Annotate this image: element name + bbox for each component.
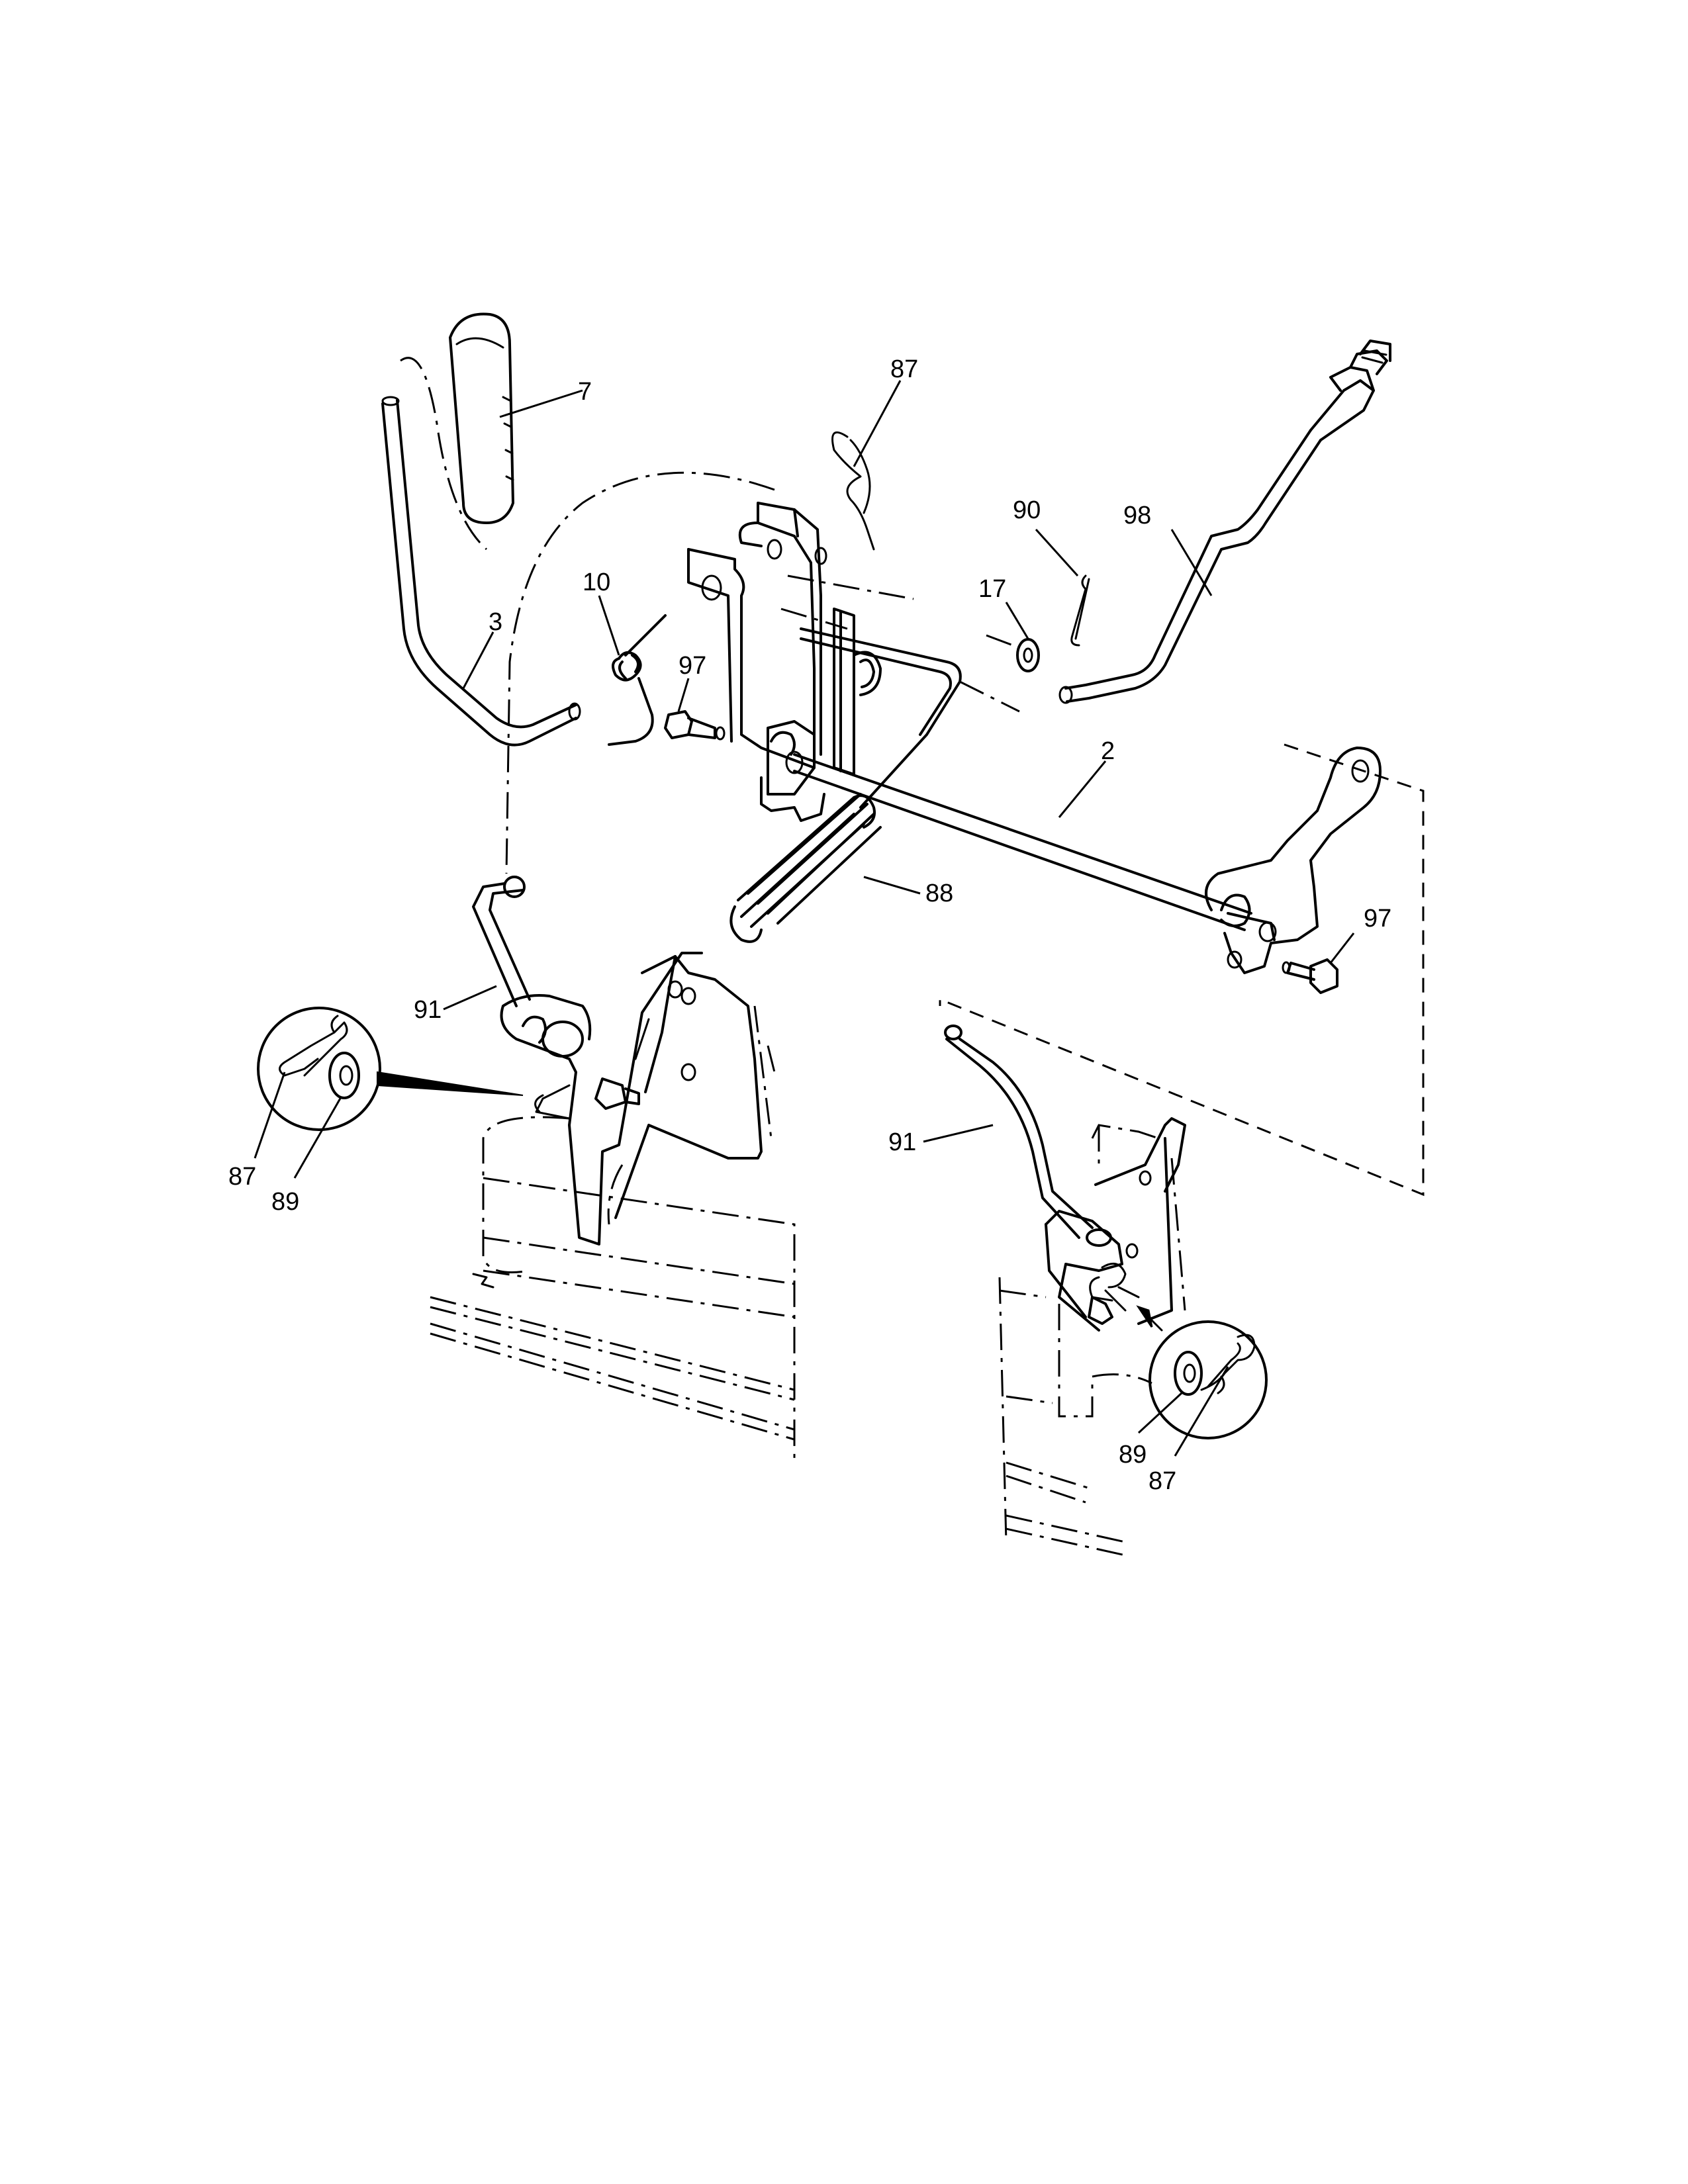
- callout-labels: 7 87 90 98 17 10 3 97 2 88 97 91 91 87 8…: [228, 355, 1391, 1495]
- callout-87: 87: [890, 355, 918, 383]
- frame-outline: [939, 743, 1425, 1197]
- center-line: [986, 634, 1013, 647]
- detail-circle-left: [257, 1007, 524, 1131]
- mower-deck-outline-left: [430, 1116, 796, 1463]
- lift-link-rod: [944, 1024, 1112, 1247]
- callout-17: 17: [978, 575, 1006, 603]
- cotter-pin: [1070, 574, 1090, 647]
- mower-deck-outline-right: [998, 1124, 1186, 1557]
- callout-87: 87: [228, 1163, 256, 1191]
- deck-bracket-right: [1045, 1117, 1186, 1332]
- callout-91: 91: [888, 1128, 916, 1156]
- center-line: [787, 574, 914, 600]
- handle-grip: [449, 312, 514, 524]
- detail-circle-right: [1136, 1305, 1268, 1439]
- wire-hook: [800, 627, 962, 809]
- callout-87: 87: [1149, 1467, 1176, 1495]
- mount-plate-left: [614, 955, 776, 1219]
- callout-89: 89: [271, 1188, 299, 1216]
- lift-link-rod: [472, 876, 531, 1007]
- wire-hook: [800, 637, 952, 736]
- lift-handle-rod: [381, 357, 581, 747]
- callout-98: 98: [1123, 502, 1151, 529]
- deck-adjustment-rod: [1058, 340, 1391, 704]
- hair-pin-clip: [831, 431, 875, 551]
- callout-3: 3: [489, 608, 502, 636]
- deck-bracket-left: [500, 952, 703, 1246]
- callout-88: 88: [925, 880, 953, 907]
- lift-shaft: [760, 608, 1252, 931]
- shoulder-bolt: [1282, 958, 1338, 994]
- assembly-path-line: [505, 471, 775, 874]
- torsion-spring: [608, 614, 667, 746]
- callout-91: 91: [414, 996, 442, 1024]
- shaft-arm: [1205, 747, 1382, 974]
- callout-97: 97: [679, 652, 706, 680]
- washer: [1016, 638, 1040, 672]
- center-line: [959, 680, 1020, 713]
- shoulder-bolt: [664, 710, 726, 741]
- center-line: [780, 608, 848, 630]
- callout-2: 2: [1101, 737, 1115, 765]
- leader-lines: [254, 380, 1355, 1457]
- extension-spring: [729, 793, 882, 943]
- callout-7: 7: [578, 378, 592, 406]
- callout-89: 89: [1119, 1441, 1147, 1469]
- callout-10: 10: [583, 569, 610, 596]
- callout-97: 97: [1364, 905, 1391, 933]
- callout-90: 90: [1013, 496, 1041, 524]
